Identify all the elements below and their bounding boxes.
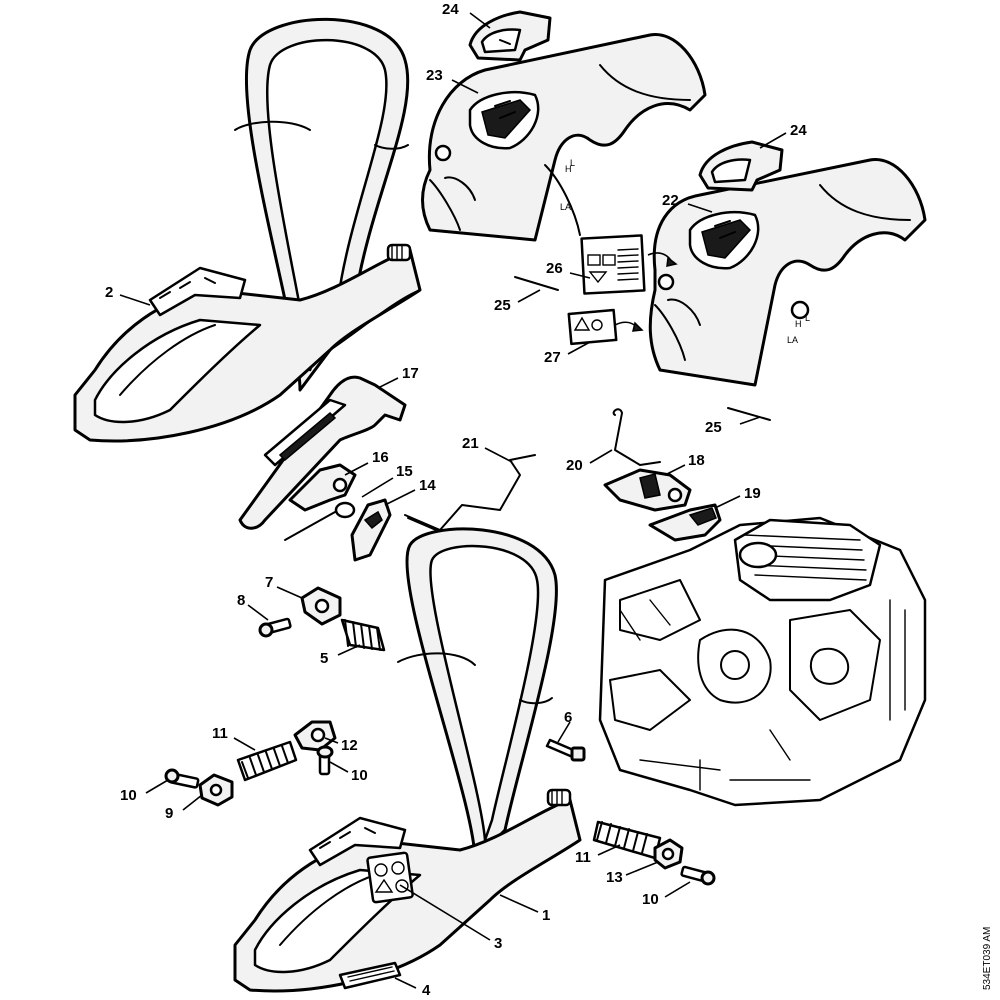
part-24-right <box>698 140 784 192</box>
callout-25-left: 25 <box>494 297 511 314</box>
cover-mark-l-22: L <box>805 313 810 323</box>
part-8-screw <box>258 617 292 638</box>
callout-7: 7 <box>265 574 273 591</box>
part-15-line <box>284 511 336 541</box>
part-12 <box>293 720 337 752</box>
cover-mark-h: H <box>565 164 572 174</box>
callout-17: 17 <box>402 365 419 382</box>
callout-11-right: 11 <box>575 849 591 866</box>
part-13 <box>653 838 684 870</box>
part-19 <box>648 503 722 542</box>
callout-19: 19 <box>744 485 761 502</box>
cover-mark-la-22: LA <box>787 335 798 345</box>
part-18 <box>603 468 692 512</box>
callout-8: 8 <box>237 592 245 609</box>
callout-3: 3 <box>494 935 502 952</box>
callout-10-right: 10 <box>642 891 659 908</box>
part-14 <box>350 498 392 562</box>
label-part-3 <box>366 851 414 904</box>
callout-18: 18 <box>688 452 705 469</box>
callout-13: 13 <box>606 869 623 886</box>
callout-23: 23 <box>426 67 443 84</box>
part-25-strip-left <box>514 276 559 291</box>
callout-1: 1 <box>542 907 550 924</box>
cover-part-23: H L LA <box>421 33 707 242</box>
callout-4: 4 <box>422 982 431 999</box>
cover-mark-la: LA <box>560 202 571 212</box>
handle-assembly-upper <box>73 17 422 443</box>
callout-26: 26 <box>546 260 563 277</box>
callout-21: 21 <box>462 435 479 452</box>
part-10-screw-right <box>680 865 716 886</box>
callout-24-top: 24 <box>442 1 459 18</box>
callout-10-left: 10 <box>120 787 137 804</box>
callout-2: 2 <box>105 284 113 301</box>
callout-labels: 24 23 24 22 2 26 25 27 17 16 15 14 21 20… <box>105 1 807 999</box>
callout-11-left: 11 <box>212 725 228 742</box>
callout-25-right: 25 <box>705 419 722 436</box>
engine-housing <box>598 516 927 807</box>
part-25-strip-right <box>727 407 771 421</box>
callout-15: 15 <box>396 463 413 480</box>
part-9 <box>198 773 234 807</box>
callout-5: 5 <box>320 650 328 667</box>
callout-14: 14 <box>419 477 436 494</box>
leader-lines <box>119 12 787 989</box>
part-10-screw-mid <box>316 745 334 776</box>
callout-6: 6 <box>564 709 572 726</box>
callout-9: 9 <box>165 805 173 822</box>
part-10-screw-left <box>164 768 200 789</box>
part-24-upper <box>468 10 552 62</box>
callout-22: 22 <box>662 192 679 209</box>
part-5-spring <box>340 618 386 652</box>
part-16 <box>288 463 357 512</box>
callout-24-right: 24 <box>790 122 807 139</box>
callout-10-mid: 10 <box>351 767 368 784</box>
label-part-27 <box>567 308 644 346</box>
part-6-pin <box>545 738 586 762</box>
label-part-4 <box>338 961 402 990</box>
callout-20: 20 <box>566 457 583 474</box>
callout-12: 12 <box>341 737 358 754</box>
part-11-spring-left <box>236 740 298 782</box>
callout-27: 27 <box>544 349 561 366</box>
part-15 <box>334 501 356 519</box>
cover-mark-h-22: H <box>795 319 802 329</box>
cover-part-22: H L LA <box>648 158 927 387</box>
part-17 <box>238 375 407 530</box>
part-7 <box>300 586 342 626</box>
part-20-rod <box>612 408 661 466</box>
cover-mark-l: L <box>570 158 575 168</box>
callout-16: 16 <box>372 449 389 466</box>
label-part-26 <box>580 234 678 295</box>
document-number: 534ET039 AM <box>982 927 993 990</box>
